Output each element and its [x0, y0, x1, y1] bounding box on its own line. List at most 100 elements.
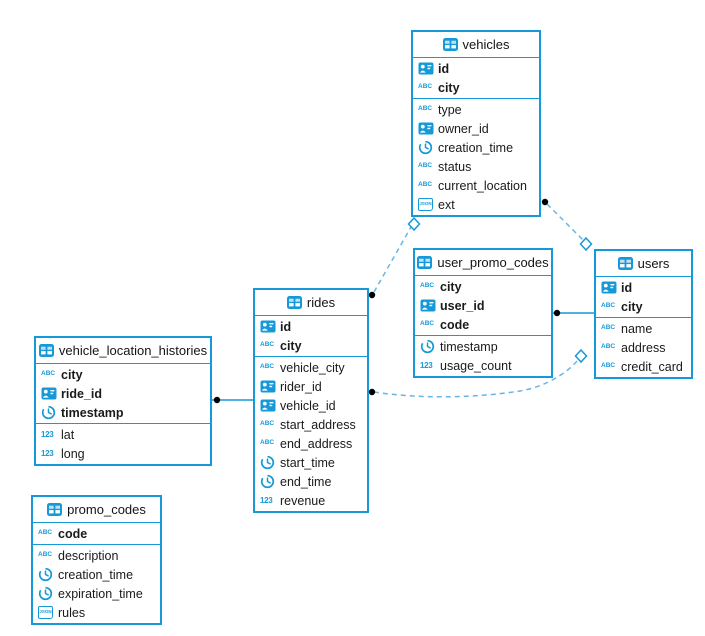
field-name: id	[438, 61, 450, 76]
id-card-icon	[260, 320, 280, 333]
field-name: usage_count	[440, 358, 512, 373]
field-row[interactable]: creation_time	[33, 565, 160, 584]
relation-rides-vehicles[interactable]	[373, 226, 412, 293]
table-icon	[443, 38, 458, 51]
relation-dot	[213, 396, 221, 404]
table-title: users	[637, 256, 670, 271]
field-name: long	[61, 446, 85, 461]
field-row[interactable]: id	[596, 278, 691, 297]
field-name: timestamp	[440, 339, 498, 354]
relation-dot	[553, 309, 561, 317]
table-title: promo_codes	[67, 502, 146, 517]
field-row[interactable]: creation_time	[413, 138, 539, 157]
text-type-icon: ABC	[601, 362, 616, 370]
field-name: id	[280, 319, 292, 334]
field-name: name	[621, 321, 653, 336]
field-row[interactable]: timestamp	[36, 403, 210, 422]
field-row[interactable]: vehicle_id	[255, 396, 367, 415]
text-type-icon: ABC	[260, 341, 275, 349]
number-type-icon: 123	[41, 429, 54, 439]
table-icon	[47, 503, 62, 516]
field-name: lat	[61, 427, 75, 442]
field-row[interactable]: expiration_time	[33, 584, 160, 603]
field-name: id	[621, 280, 633, 295]
table-title: user_promo_codes	[437, 255, 549, 270]
field-name: type	[438, 102, 462, 117]
timestamp-icon	[260, 474, 280, 489]
timestamp-icon	[41, 405, 61, 420]
relation-rides-users[interactable]	[373, 360, 578, 398]
field-name: code	[58, 526, 88, 541]
field-name: description	[58, 548, 119, 563]
table-header[interactable]: rides	[255, 290, 367, 316]
field-row[interactable]: 123 lat	[36, 425, 210, 444]
field-row[interactable]: timestamp	[415, 337, 551, 356]
relation-vehicles-users[interactable]	[546, 203, 584, 241]
field-row[interactable]: start_time	[255, 453, 367, 472]
field-row[interactable]: ride_id	[36, 384, 210, 403]
field-row[interactable]: end_time	[255, 472, 367, 491]
table-header[interactable]: vehicles	[413, 32, 539, 58]
field-name: timestamp	[61, 405, 124, 420]
field-name: revenue	[280, 493, 326, 508]
field-name: creation_time	[58, 567, 134, 582]
text-type-icon: ABC	[260, 363, 275, 371]
field-row[interactable]: id	[255, 317, 367, 336]
table-header[interactable]: vehicle_location_histories	[36, 338, 210, 364]
relation-diamond	[574, 348, 588, 364]
field-name: user_id	[440, 298, 485, 313]
key-fields-section: ABC code	[33, 523, 160, 545]
field-name: city	[621, 299, 643, 314]
field-name: credit_card	[621, 359, 683, 374]
id-card-icon	[420, 299, 440, 312]
relation-dot	[368, 388, 376, 396]
field-row[interactable]: ABC credit_card	[596, 357, 691, 376]
field-row[interactable]: user_id	[415, 296, 551, 315]
table-header[interactable]: users	[596, 251, 691, 277]
relation-dot	[541, 198, 549, 206]
field-name: city	[440, 279, 462, 294]
field-row[interactable]: rider_id	[255, 377, 367, 396]
table-header[interactable]: user_promo_codes	[415, 250, 551, 276]
text-type-icon: ABC	[38, 529, 53, 537]
relation-diamond	[579, 236, 593, 252]
field-row[interactable]: ABC code	[33, 524, 160, 543]
field-name: status	[438, 159, 472, 174]
table-header[interactable]: promo_codes	[33, 497, 160, 523]
field-row[interactable]: id	[413, 59, 539, 78]
field-row[interactable]: owner_id	[413, 119, 539, 138]
field-name: owner_id	[438, 121, 489, 136]
field-name: ext	[438, 197, 455, 212]
table-title: vehicle_location_histories	[58, 343, 208, 358]
